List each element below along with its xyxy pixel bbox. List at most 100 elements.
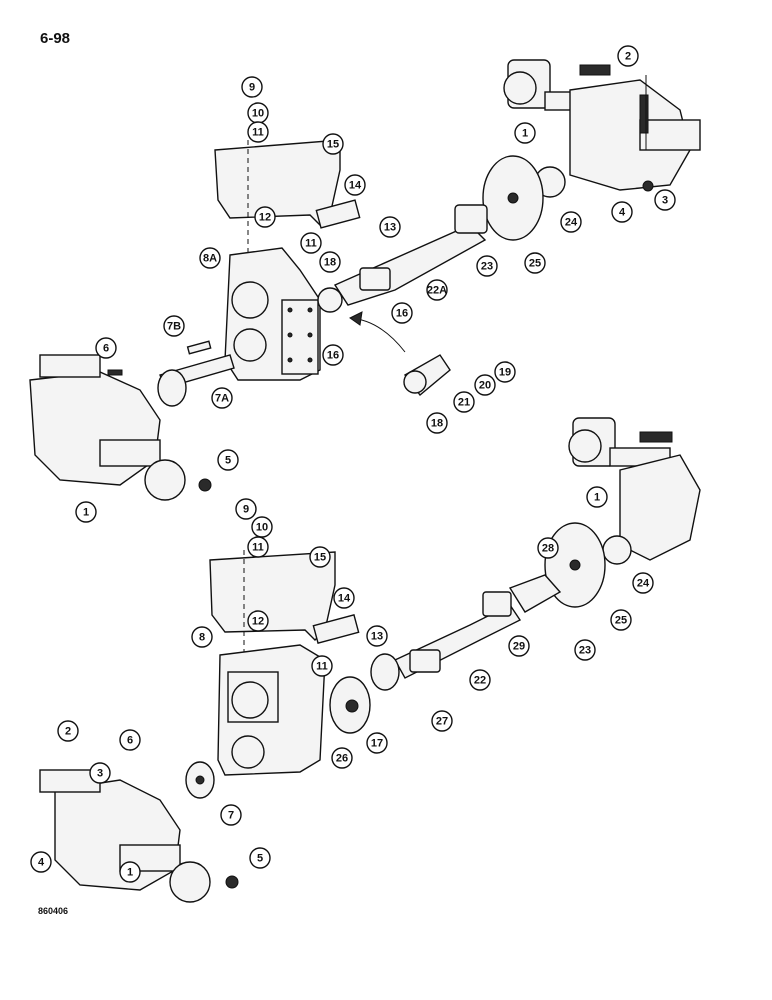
callout-1: 1 xyxy=(119,861,141,883)
svg-text:6: 6 xyxy=(127,735,133,747)
callout-3: 3 xyxy=(89,762,111,784)
callout-10: 10 xyxy=(247,102,269,124)
svg-text:7B: 7B xyxy=(167,321,181,333)
svg-text:15: 15 xyxy=(314,552,326,564)
callout-14: 14 xyxy=(333,587,355,609)
svg-text:14: 14 xyxy=(349,180,362,192)
svg-text:7: 7 xyxy=(228,810,234,822)
callout-5: 5 xyxy=(217,449,239,471)
svg-text:9: 9 xyxy=(243,504,249,516)
svg-text:12: 12 xyxy=(252,616,264,628)
svg-text:10: 10 xyxy=(256,522,268,534)
svg-text:9: 9 xyxy=(249,82,255,94)
callout-11: 11 xyxy=(247,121,269,143)
callout-1: 1 xyxy=(514,122,536,144)
svg-text:14: 14 xyxy=(338,593,351,605)
page-number: 6-98 xyxy=(40,30,71,47)
callout-22: 22 xyxy=(469,669,491,691)
drive-shaft-22 xyxy=(329,591,522,734)
svg-text:26: 26 xyxy=(336,753,348,765)
callout-6: 6 xyxy=(95,337,117,359)
callout-13: 13 xyxy=(379,216,401,238)
svg-text:3: 3 xyxy=(662,195,668,207)
callout-12: 12 xyxy=(247,610,269,632)
callout-2: 2 xyxy=(57,720,79,742)
callout-16: 16 xyxy=(322,344,344,366)
svg-text:10: 10 xyxy=(252,108,264,120)
svg-text:13: 13 xyxy=(384,222,396,234)
callout-27: 27 xyxy=(431,710,453,732)
callout-9: 9 xyxy=(241,76,263,98)
callout-24: 24 xyxy=(560,211,582,233)
svg-text:1: 1 xyxy=(83,507,89,519)
svg-text:11: 11 xyxy=(252,542,264,554)
callout-20: 20 xyxy=(474,374,496,396)
callout-4: 4 xyxy=(30,851,52,873)
callout-29: 29 xyxy=(508,635,530,657)
svg-text:4: 4 xyxy=(38,857,45,869)
svg-text:18: 18 xyxy=(324,257,336,269)
svg-text:2: 2 xyxy=(65,726,71,738)
svg-text:5: 5 xyxy=(257,853,263,865)
svg-text:11: 11 xyxy=(316,661,328,673)
callout-1: 1 xyxy=(75,501,97,523)
svg-text:22A: 22A xyxy=(427,285,447,297)
yoke-inset xyxy=(403,354,451,397)
transfer-case-8 xyxy=(217,644,326,776)
svg-text:18: 18 xyxy=(431,418,443,430)
svg-text:22: 22 xyxy=(474,675,486,687)
svg-text:11: 11 xyxy=(252,127,264,139)
drive-shaft-22a xyxy=(317,204,488,313)
callout-13: 13 xyxy=(366,625,388,647)
svg-text:8: 8 xyxy=(199,632,205,644)
svg-text:5: 5 xyxy=(225,455,231,467)
callout-12: 12 xyxy=(254,206,276,228)
callout-2: 2 xyxy=(617,45,639,67)
callout-6: 6 xyxy=(119,729,141,751)
callout-24: 24 xyxy=(632,572,654,594)
front-axle-housing-bottom xyxy=(39,769,239,903)
callout-1: 1 xyxy=(586,486,608,508)
callout-9: 9 xyxy=(235,498,257,520)
svg-text:11: 11 xyxy=(305,238,317,250)
callout-3: 3 xyxy=(654,189,676,211)
callout-22a: 22A xyxy=(426,279,448,301)
callout-11: 11 xyxy=(300,232,322,254)
svg-text:29: 29 xyxy=(513,641,525,653)
yoke-28 xyxy=(508,574,562,613)
figure-code: 860406 xyxy=(38,906,69,916)
callout-26: 26 xyxy=(331,747,353,769)
callout-11: 11 xyxy=(247,536,269,558)
svg-text:28: 28 xyxy=(542,543,554,555)
callout-14: 14 xyxy=(344,174,366,196)
callout-23: 23 xyxy=(476,255,498,277)
callout-7a: 7A xyxy=(211,387,233,409)
svg-text:16: 16 xyxy=(396,308,408,320)
transfer-case-8a xyxy=(224,247,321,381)
pin-7b xyxy=(186,340,212,355)
callout-7: 7 xyxy=(220,804,242,826)
svg-text:21: 21 xyxy=(458,397,470,409)
svg-text:17: 17 xyxy=(371,738,383,750)
svg-text:19: 19 xyxy=(499,367,511,379)
svg-text:23: 23 xyxy=(481,261,493,273)
callout-21: 21 xyxy=(453,391,475,413)
svg-text:24: 24 xyxy=(637,578,650,590)
callout-25: 25 xyxy=(610,609,632,631)
callout-11: 11 xyxy=(311,655,333,677)
callout-18: 18 xyxy=(426,412,448,434)
callout-17: 17 xyxy=(366,732,388,754)
callout-8: 8 xyxy=(191,626,213,648)
svg-text:6: 6 xyxy=(103,343,109,355)
svg-text:1: 1 xyxy=(522,128,528,140)
svg-text:1: 1 xyxy=(594,492,600,504)
svg-text:8A: 8A xyxy=(203,253,217,265)
callout-7b: 7B xyxy=(163,315,185,337)
callout-10: 10 xyxy=(251,516,273,538)
svg-text:15: 15 xyxy=(327,139,339,151)
svg-text:20: 20 xyxy=(479,380,491,392)
callout-15: 15 xyxy=(322,133,344,155)
svg-text:25: 25 xyxy=(615,615,627,627)
callout-15: 15 xyxy=(309,546,331,568)
